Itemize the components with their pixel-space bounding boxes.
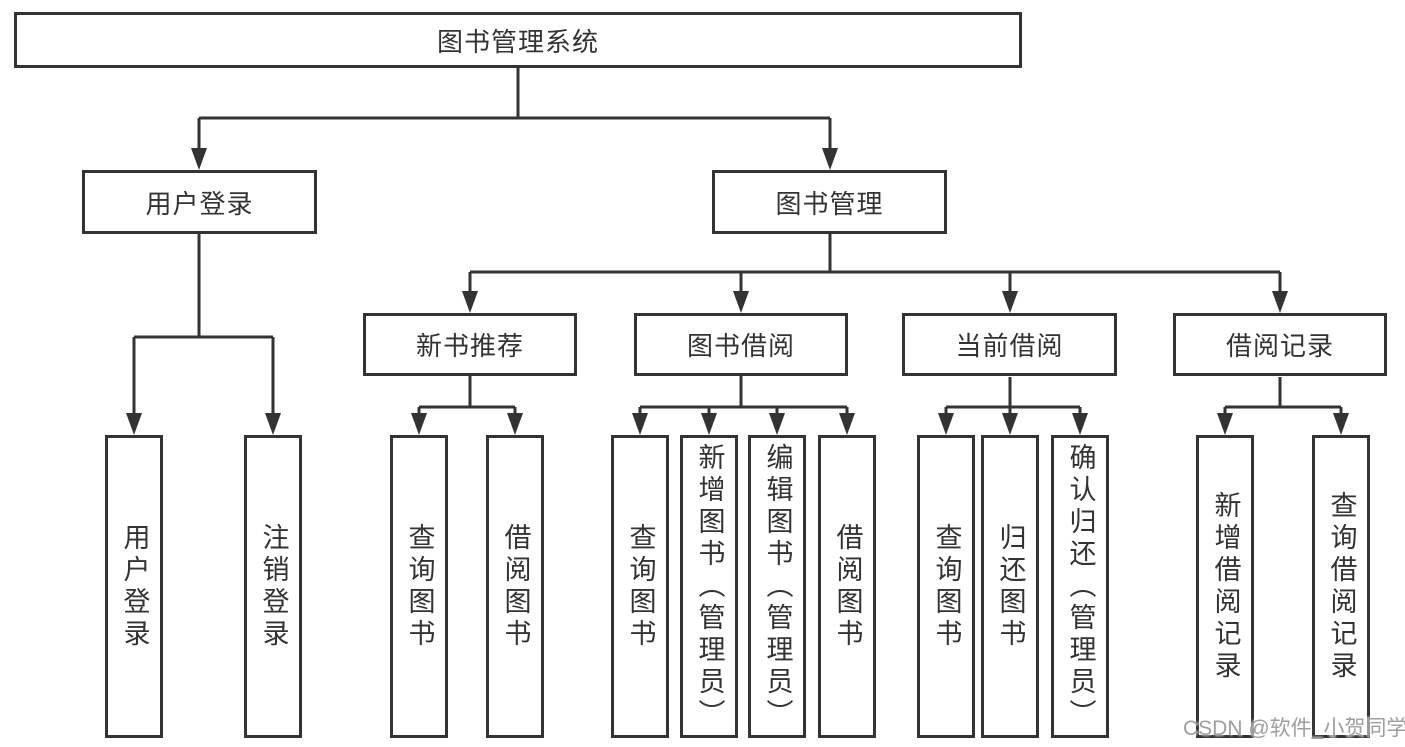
leaf-query-books-borrowing-label: 查询图书 [625,522,656,651]
arrowheads [126,148,1349,435]
leaf-borrow-books-recommend: 借阅图书 [486,435,544,738]
leaf-logout-label: 注销登录 [258,522,289,651]
leaf-add-borrow-record: 新增借阅记录 [1196,435,1254,738]
leaf-add-book-admin-label: 新增图书（管理员） [694,442,725,731]
leaf-return-books: 归还图书 [981,435,1039,738]
leaf-edit-book-admin-label: 编辑图书（管理员） [762,442,793,731]
watermark-text: CSDN @软件_小贺同学 [1183,717,1405,740]
leaf-query-borrow-record-label: 查询借阅记录 [1326,490,1357,683]
leaf-borrow-books-borrowing: 借阅图书 [818,435,876,738]
leaf-query-books-borrowing: 查询图书 [611,435,669,738]
leaf-user-login-label: 用户登录 [119,522,150,651]
leaf-add-borrow-record-label: 新增借阅记录 [1210,490,1241,683]
node-book-management: 图书管理 [712,170,947,234]
leaf-add-book-admin: 新增图书（管理员） [680,435,738,738]
leaf-confirm-return-admin: 确认归还（管理员） [1051,435,1109,738]
leaf-query-borrow-record: 查询借阅记录 [1312,435,1370,738]
node-book-borrowing: 图书借阅 [634,313,848,376]
leaf-return-books-label: 归还图书 [995,522,1026,651]
leaf-borrow-books-recommend-label: 借阅图书 [500,522,531,651]
leaf-user-login: 用户登录 [105,435,163,738]
node-borrowing-records: 借阅记录 [1173,313,1387,376]
leaf-query-books-current-label: 查询图书 [931,522,962,651]
leaf-query-books-recommend-label: 查询图书 [404,522,435,651]
leaf-query-books-recommend: 查询图书 [390,435,448,738]
leaf-edit-book-admin: 编辑图书（管理员） [748,435,806,738]
node-library-management-system: 图书管理系统 [14,12,1022,68]
node-user-login: 用户登录 [82,170,317,234]
leaf-query-books-current: 查询图书 [917,435,975,738]
connector-paths [132,68,1343,415]
leaf-confirm-return-admin-label: 确认归还（管理员） [1065,442,1096,731]
leaf-logout: 注销登录 [244,435,302,738]
node-current-borrowing: 当前借阅 [902,313,1117,376]
leaf-borrow-books-borrowing-label: 借阅图书 [832,522,863,651]
node-new-book-recommend: 新书推荐 [363,313,577,376]
